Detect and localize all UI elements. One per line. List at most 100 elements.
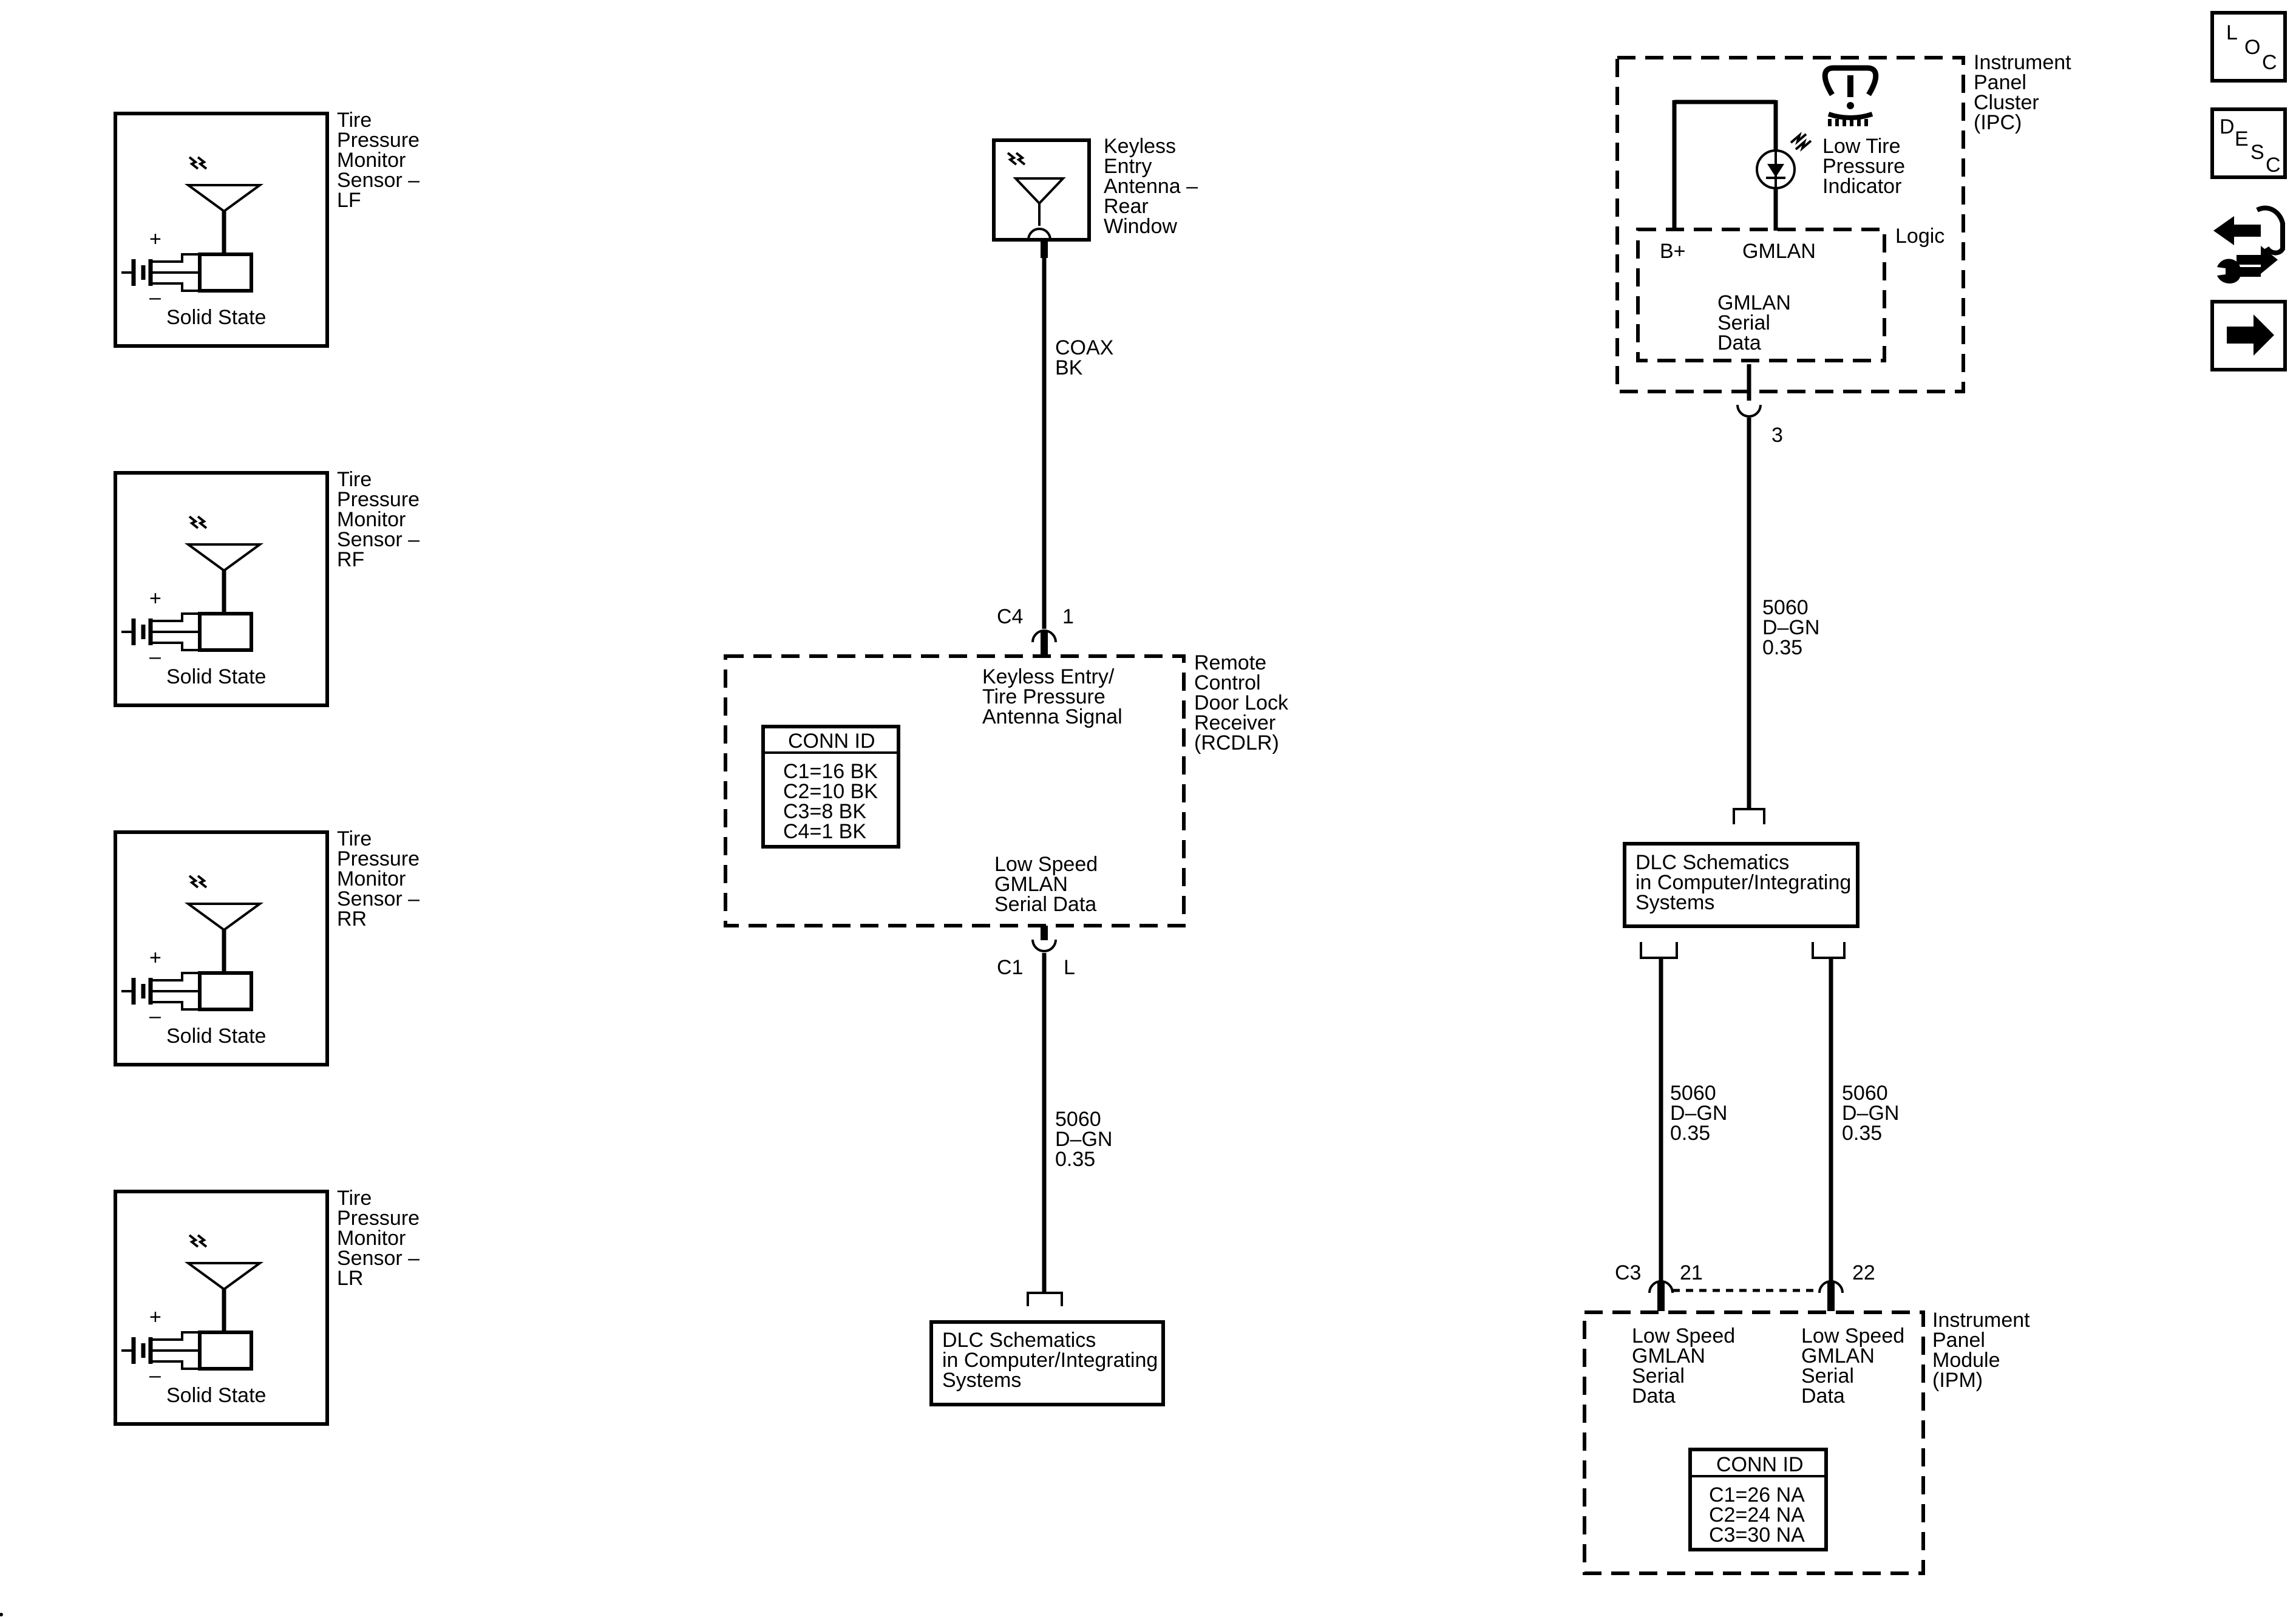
sensor-plus-label: + bbox=[149, 228, 161, 251]
sensor-title-line: LF bbox=[337, 189, 361, 212]
text-line: Keyless Entry/ bbox=[982, 665, 1115, 688]
antenna-box bbox=[992, 138, 1091, 242]
sensor-title-line: Pressure bbox=[337, 488, 419, 511]
sensor-title-line: Monitor bbox=[337, 149, 406, 172]
loc-c: C bbox=[2262, 51, 2277, 74]
text-line: BK bbox=[1055, 356, 1083, 379]
text-line: Data bbox=[1801, 1385, 1845, 1408]
text-line: 0.35 bbox=[1762, 636, 1802, 659]
antenna-icon bbox=[184, 903, 264, 932]
location-button[interactable]: L O C bbox=[2210, 11, 2287, 83]
sensor-title-line: Tire bbox=[337, 109, 372, 132]
rcdlr-c1-connector bbox=[1031, 939, 1057, 952]
antenna-connector bbox=[1027, 228, 1051, 240]
ipc-gmlan-label: GMLAN bbox=[1742, 240, 1816, 263]
sensor-title-line: Sensor – bbox=[337, 887, 419, 910]
sensor-title-line: Tire bbox=[337, 468, 372, 491]
rcdlr-dashed-box bbox=[724, 654, 1186, 927]
text-line: Data bbox=[1717, 331, 1761, 354]
text-line: Low Speed bbox=[1801, 1324, 1904, 1348]
dlc-right-left-connector bbox=[1640, 942, 1678, 959]
text-line: 5060 bbox=[1762, 596, 1809, 619]
text-line: (IPM) bbox=[1932, 1369, 1983, 1392]
sensor-title-line: RF bbox=[337, 548, 364, 571]
sensor-state-label: Solid State bbox=[166, 665, 266, 688]
text-line: Module bbox=[1932, 1349, 2000, 1372]
sensor-plus-label: + bbox=[149, 587, 161, 610]
description-button[interactable]: D E S C bbox=[2210, 107, 2287, 179]
text-line: Systems bbox=[942, 1369, 1021, 1392]
sensor-plus-label: + bbox=[149, 946, 161, 969]
sensor-title-line: LR bbox=[337, 1267, 363, 1290]
wrench-icon bbox=[2217, 259, 2261, 283]
ipc-dashed-box bbox=[1615, 56, 1965, 393]
ipc-pin3-connector bbox=[1736, 404, 1762, 418]
battery-icon bbox=[131, 1337, 153, 1364]
text-line: D–GN bbox=[1670, 1102, 1727, 1125]
sensor-title-line: RR bbox=[337, 907, 367, 931]
text-line: DLC Schematics bbox=[942, 1329, 1096, 1352]
sensor-minus-label: – bbox=[149, 1364, 161, 1387]
antenna-icon bbox=[184, 1262, 264, 1291]
text-line: Antenna Signal bbox=[982, 705, 1123, 728]
desc-d: D bbox=[2220, 115, 2235, 138]
ipc-logic-box bbox=[1636, 228, 1886, 362]
sensor-box bbox=[114, 112, 329, 348]
signal-icon bbox=[188, 1234, 208, 1248]
solid-state-icon bbox=[198, 971, 253, 1011]
text-line: DLC Schematics bbox=[1635, 851, 1789, 874]
next-button[interactable] bbox=[2210, 300, 2287, 371]
tire-pressure-warning-icon bbox=[1822, 65, 1879, 126]
text-line: Serial bbox=[1632, 1364, 1685, 1388]
text-line: C1=26 NA bbox=[1709, 1483, 1805, 1507]
sensor-box bbox=[114, 830, 329, 1066]
desc-c: C bbox=[2266, 154, 2281, 177]
text-line: Rear bbox=[1104, 195, 1149, 218]
text-line: Remote bbox=[1194, 651, 1266, 674]
text-line: 0.35 bbox=[1842, 1122, 1882, 1145]
sensor-minus-label: – bbox=[149, 645, 161, 668]
dlc-right-box bbox=[1623, 842, 1860, 928]
loc-o: O bbox=[2244, 36, 2260, 59]
sensor-title-line: Tire bbox=[337, 827, 372, 850]
connector-repair-button[interactable] bbox=[2212, 205, 2285, 284]
text-line: Panel bbox=[1974, 71, 2026, 94]
rcdlr-c1-pin: L bbox=[1064, 956, 1075, 979]
solid-state-icon bbox=[198, 1331, 253, 1371]
signal-icon bbox=[188, 156, 208, 170]
battery-icon bbox=[131, 619, 153, 645]
text-line: Panel bbox=[1932, 1329, 1985, 1352]
text-line: (RCDLR) bbox=[1194, 731, 1279, 754]
solid-state-icon bbox=[198, 253, 253, 293]
solid-state-icon bbox=[198, 612, 253, 652]
text-line: in Computer/Integrating bbox=[942, 1349, 1158, 1372]
sensor-minus-label: – bbox=[149, 1005, 161, 1028]
text-line: Door Lock bbox=[1194, 691, 1289, 714]
text-line: Control bbox=[1194, 671, 1261, 694]
sensor-state-label: Solid State bbox=[166, 1384, 266, 1407]
ipm-pin-22: 22 bbox=[1852, 1261, 1875, 1284]
ipm-dashed-box bbox=[1583, 1310, 1925, 1575]
dlc-left-connector bbox=[1027, 1292, 1063, 1306]
text-line: Antenna – bbox=[1104, 175, 1198, 198]
sensor-title-line: Monitor bbox=[337, 508, 406, 531]
double-arrow-icon bbox=[2213, 216, 2261, 245]
